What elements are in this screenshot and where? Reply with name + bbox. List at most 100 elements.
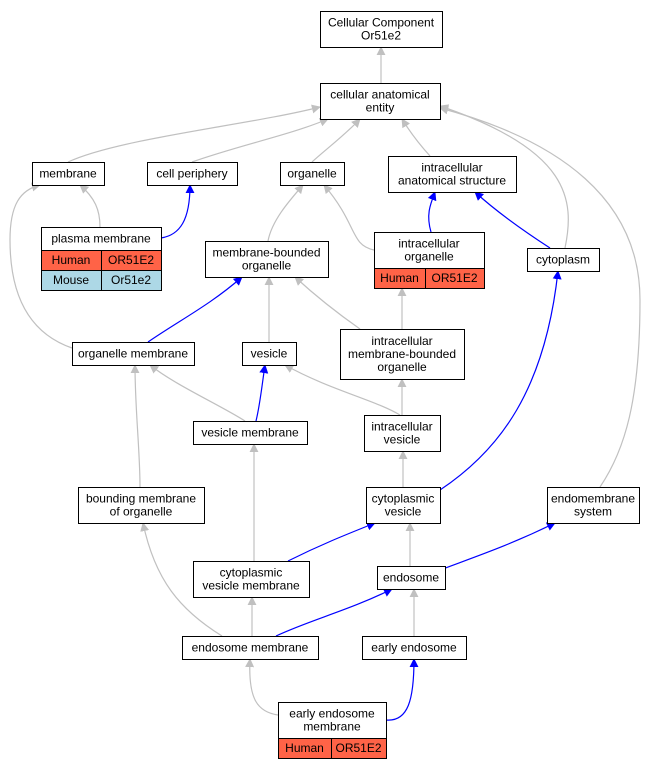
term-label-line: organelle [377, 360, 427, 374]
edge-cytoplasm-to-ias-part-of [474, 191, 551, 249]
term-label-line: of organelle [110, 505, 173, 519]
edges-layer [9, 46, 641, 721]
term-box [388, 156, 517, 193]
term-label-line: membrane-bounded [212, 246, 320, 260]
term-label-line: cytoplasm [536, 253, 590, 267]
go-term-organelle[interactable]: organelle [280, 162, 345, 186]
term-label-line: Or51e2 [361, 29, 401, 43]
term-label-line: early endosome [289, 707, 375, 721]
gene-symbol-label: Or51e2 [111, 273, 151, 287]
go-term-cytoplasm[interactable]: cytoplasm [527, 248, 600, 272]
species-label: Mouse [53, 273, 89, 287]
term-label-line: endosome [383, 571, 439, 585]
gene-row-mouse: Mouse Or51e2 [41, 270, 162, 291]
term-label-line: anatomical structure [398, 174, 506, 188]
term-label-line: organelle [404, 250, 454, 264]
edge-eem-to-earlyendo-part-of [385, 658, 419, 721]
term-label-line: organelle membrane [78, 347, 188, 361]
term-box [32, 162, 105, 186]
term-label-line: membrane [39, 167, 97, 181]
edge-intraorg-to-ias-part-of [427, 191, 437, 233]
term-label-line: membrane-bounded [348, 347, 456, 361]
term-label-line: organelle [287, 167, 337, 181]
edge-imbo-to-mbo-is-a [294, 276, 361, 330]
edge-endomem-to-endosome-part-of [275, 588, 393, 637]
term-label-line: organelle [242, 259, 292, 273]
term-label-line: Cellular Component [328, 16, 435, 30]
go-term-vesmem[interactable]: vesicle membrane [193, 421, 308, 445]
term-box [547, 487, 640, 524]
edge-orgmem-to-membrane-is-a [9, 182, 73, 349]
term-box [366, 487, 441, 524]
edge-membrane-to-cae-is-a [67, 104, 321, 163]
gene-cell [425, 268, 485, 289]
edge-intraorg-to-organelle-is-a [323, 184, 375, 251]
term-box [364, 415, 441, 452]
edge-orgmem-to-mbo-part-of [147, 276, 243, 343]
term-box [340, 329, 465, 380]
term-box [242, 342, 297, 366]
term-box [362, 636, 467, 660]
edge-endosys-to-cae-is-a [439, 105, 641, 488]
term-label-line: cellular anatomical [330, 88, 429, 102]
species-label: Human [380, 271, 419, 285]
term-label-line: vesicle [251, 347, 288, 361]
edge-mbo-to-organelle-is-a [267, 184, 304, 242]
edge-plasmamembrane-to-cellperiphery-part-of [160, 184, 195, 239]
edge-endomem-to-bmo-is-a [140, 522, 223, 637]
go-term-cellperiphery[interactable]: cell periphery [147, 162, 238, 186]
edge-plasmamembrane-to-membrane-is-a [79, 184, 101, 228]
term-label-line: cytoplasmic [220, 566, 283, 580]
go-term-endosome[interactable]: endosome [377, 566, 446, 590]
term-label-line: cytoplasmic [372, 492, 435, 506]
term-label-line: intracellular [371, 420, 432, 434]
go-term-earlyendo[interactable]: early endosome [362, 636, 467, 660]
term-label-line: early endosome [371, 641, 457, 655]
term-label-line: vesicle [385, 505, 422, 519]
edge-cvm-to-cytoves-part-of [287, 521, 376, 562]
edge-eem-to-endomem-is-a [245, 658, 279, 716]
go-term-orgmem[interactable]: organelle membrane [72, 342, 195, 366]
gene-row-human: Human OR51E2 [278, 738, 387, 759]
go-term-vesicle[interactable]: vesicle [242, 342, 297, 366]
edge-organelle-to-cae-is-a [311, 118, 361, 163]
term-label-line: membrane [303, 720, 361, 734]
term-box [147, 162, 238, 186]
term-label-line: intracellular [398, 237, 459, 251]
term-box [193, 421, 308, 445]
term-label-line: vesicle membrane [201, 426, 299, 440]
term-label-line: vesicle membrane [202, 579, 300, 593]
edge-endosome-to-endosys-part-of [439, 522, 556, 571]
term-box [72, 342, 195, 366]
term-label-line: intracellular [421, 161, 482, 175]
term-label-line: vesicle [384, 433, 421, 447]
gene-symbol-label: OR51E2 [335, 741, 381, 755]
gene-cell [101, 270, 162, 291]
go-term-membrane[interactable]: membrane [32, 162, 105, 186]
term-box [527, 248, 600, 272]
go-term-endomem[interactable]: endosome membrane [182, 636, 319, 660]
term-box [377, 566, 446, 590]
term-box [320, 11, 443, 48]
edge-vesmem-to-orgmem-is-a [149, 364, 246, 422]
term-label-line: system [574, 505, 612, 519]
edge-cytoves-to-cytoplasm-part-of [439, 270, 562, 491]
species-label: Human [285, 741, 324, 755]
